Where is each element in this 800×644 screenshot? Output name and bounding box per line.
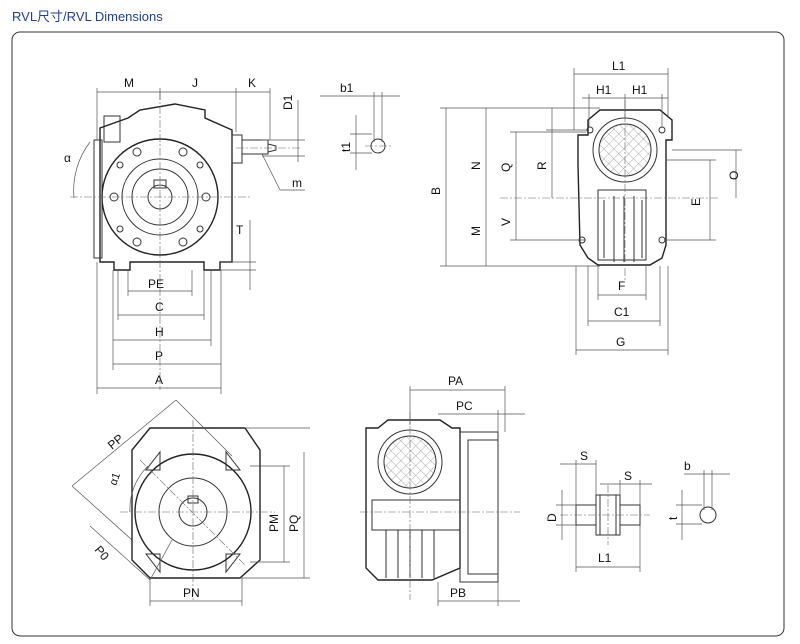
label-R: R [535, 161, 549, 170]
drawing-frame [11, 31, 785, 637]
label-M-side: M [469, 226, 483, 236]
label-L1-shaft: L1 [598, 551, 612, 565]
label-M: M [124, 76, 134, 90]
page-title: RVL尺寸/RVL Dimensions [12, 9, 163, 24]
label-J: J [192, 76, 198, 90]
label-H: H [155, 325, 164, 339]
label-D1: D1 [281, 94, 295, 110]
label-Q: Q [499, 163, 513, 172]
label-PN: PN [183, 586, 200, 600]
label-PB: PB [450, 586, 466, 600]
flange-view: PP α1 P0 PM PQ PN [71, 399, 310, 606]
label-C1: C1 [614, 305, 630, 319]
label-V: V [499, 218, 513, 226]
label-t1: t1 [339, 142, 353, 152]
label-alpha1: α1 [108, 471, 124, 487]
label-A: A [155, 373, 163, 387]
label-m: m [292, 176, 302, 190]
flange-side-view: PA PC PB [360, 374, 525, 606]
label-S-right: S [624, 469, 632, 483]
label-alpha: α [64, 151, 71, 165]
label-E: E [689, 198, 703, 206]
label-K: K [248, 76, 256, 90]
label-P: P [155, 349, 163, 363]
label-O: O [727, 171, 741, 180]
label-PE: PE [148, 277, 164, 291]
label-F: F [618, 279, 625, 293]
label-H1-right: H1 [632, 83, 648, 97]
label-PM: PM [267, 514, 281, 532]
bore-keyway-detail: b1 t1 [320, 81, 400, 170]
label-PC: PC [456, 399, 473, 413]
label-H1-left: H1 [596, 83, 612, 97]
label-P0: P0 [92, 543, 112, 563]
label-T: T [236, 223, 244, 237]
label-PA: PA [448, 374, 463, 388]
output-shaft-view: S S D L1 b t [545, 449, 730, 572]
side-view: L1 H1 H1 B N M Q V R O E F [429, 59, 742, 355]
label-b1: b1 [340, 81, 354, 95]
label-PQ: PQ [287, 515, 301, 532]
label-N: N [469, 161, 483, 170]
label-B: B [429, 187, 443, 195]
label-b: b [684, 459, 691, 473]
label-D: D [545, 513, 559, 522]
label-C: C [155, 300, 164, 314]
label-PP: PP [105, 431, 126, 452]
label-t: t [666, 516, 680, 520]
label-S-left: S [580, 449, 588, 463]
label-L1: L1 [612, 59, 626, 73]
front-view: M J K D1 α m T PE C H P [64, 76, 305, 394]
label-G: G [616, 335, 625, 349]
